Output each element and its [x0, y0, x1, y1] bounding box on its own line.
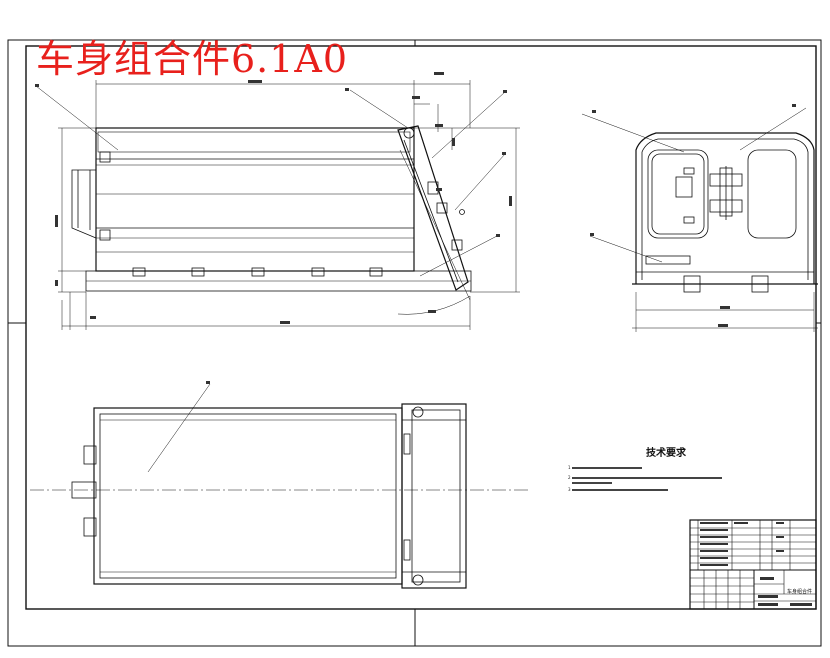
title-block [689, 519, 817, 610]
inner-frame [25, 45, 817, 610]
side-view [35, 72, 520, 330]
title-block-marks [700, 522, 812, 606]
notes-marks [572, 467, 722, 491]
title-block-part-name: 车身组合件 [787, 589, 813, 595]
note-3: 3 [568, 487, 571, 492]
plan-view [30, 381, 530, 589]
note-1: 1 [568, 465, 571, 470]
technical-requirements-heading: 技术要求 [646, 448, 686, 459]
end-view [581, 104, 818, 332]
note-2: 2 [568, 475, 571, 480]
drawing-title: 车身组合件6.1A0 [36, 37, 349, 81]
